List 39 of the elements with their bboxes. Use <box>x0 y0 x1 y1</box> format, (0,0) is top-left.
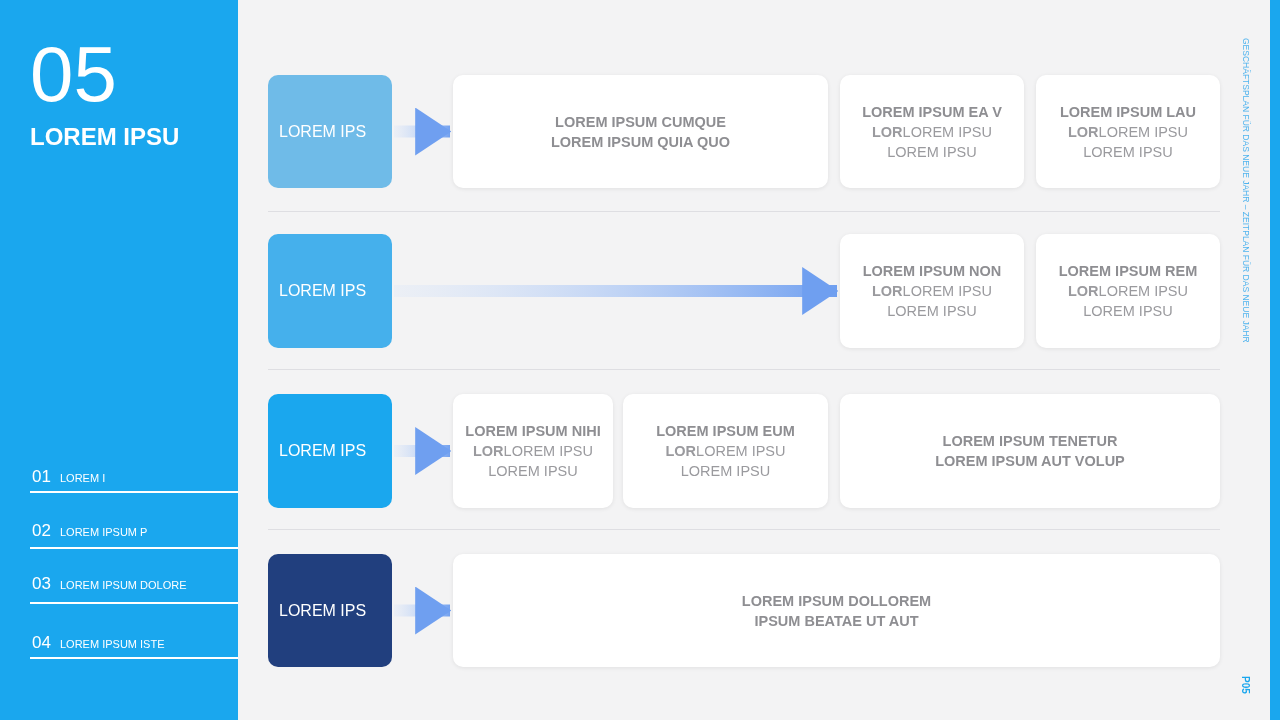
category-box <box>268 554 392 667</box>
vertical-caption: GESCHÄFTSPLAN FÜR DAS NEUE JAHR – ZEITPLAN FÜR DAS NEUE JAHR <box>1241 38 1251 343</box>
card-text: LORLOREM IPSU LOREM IPSU <box>870 282 993 321</box>
section-number: 05 <box>30 34 117 114</box>
card-heading: LOREM IPSUM REM <box>1058 262 1198 281</box>
arrow <box>394 427 452 475</box>
card-heading: LOREM IPSUM NIHI <box>465 422 601 441</box>
card-text: LOREM IPSUM CUMQUE LOREM IPSUM QUIA QUO <box>549 112 732 152</box>
card-text: LOREM IPSUM DOLLOREM IPSUM BEATAE UT AUT <box>740 591 933 631</box>
card-heading: LOREM IPSUM EUM <box>656 422 795 441</box>
arrow <box>394 586 452 635</box>
card-heading: LOREM IPSUM NON <box>862 262 1002 281</box>
card-text: LORLOREM IPSU LOREM IPSU <box>1066 122 1189 162</box>
page-number: P05 <box>1240 676 1251 694</box>
card-text: LORLOREM IPSU LOREM IPSU <box>471 442 594 481</box>
card-heading: LOREM IPSUM EA V <box>862 102 1002 122</box>
menu-number: 03 <box>32 574 51 594</box>
arrow <box>394 267 839 315</box>
card-text: LORLOREM IPSU LOREM IPSU <box>870 122 993 162</box>
category-box <box>268 234 392 348</box>
category-box <box>268 394 392 508</box>
card-heading: LOREM IPSUM LAU <box>1059 102 1197 122</box>
slide-title: LOREM IPSU <box>30 123 180 151</box>
category-label: LOREM IPS <box>279 282 367 300</box>
menu-item: LOREM IPSUM ISTE <box>60 638 165 650</box>
category-label: LOREM IPS <box>279 442 367 460</box>
menu-item: LOREM IPSUM P <box>60 526 148 538</box>
category-label: LOREM IPS <box>279 601 367 620</box>
arrow <box>394 107 452 156</box>
menu-number: 01 <box>32 467 51 487</box>
menu-number: 04 <box>32 633 51 653</box>
menu-item: LOREM I <box>60 472 106 484</box>
category-label: LOREM IPS <box>279 122 367 141</box>
category-box <box>268 75 392 188</box>
menu-item: LOREM IPSUM DOLORE <box>60 579 187 591</box>
menu-number: 02 <box>32 521 51 541</box>
card-text: LOREM IPSUM TENETUR LOREM IPSUM AUT VOLUP <box>934 432 1126 471</box>
card-text: LORLOREM IPSU LOREM IPSU <box>1066 282 1189 321</box>
card-text: LORLOREM IPSU LOREM IPSU <box>664 442 787 481</box>
